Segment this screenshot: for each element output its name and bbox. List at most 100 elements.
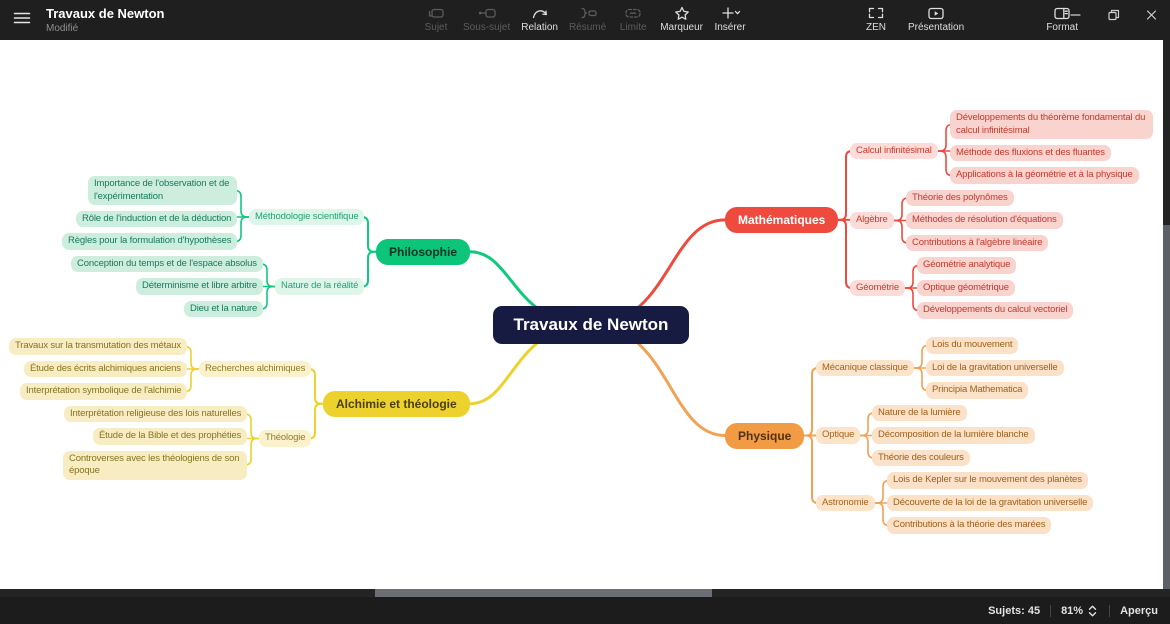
minimize-icon [1069,14,1081,16]
relation-icon [530,4,550,22]
leaf-topic-node[interactable]: Controverses avec les théologiens de son… [63,450,247,480]
leaf-topic-node[interactable]: Développements du calcul vectoriel [917,302,1074,319]
connector-sub [361,250,377,288]
leaf-topic-node[interactable]: Lois du mouvement [926,337,1019,354]
toolbar-item-summary[interactable]: Résumé [569,4,606,33]
connector-leaf [234,216,250,243]
leaf-topic-node[interactable]: Géométrie analytique [917,257,1017,274]
connector-leaf [904,287,920,312]
leaf-topic-node[interactable]: Décomposition de la lumière blanche [872,427,1035,444]
scrollbar-vertical-thumb[interactable] [1163,225,1170,589]
connector-sub [837,218,853,289]
toolbar-item-marker[interactable]: Marqueur [660,4,703,33]
toolbar-item-boundary[interactable]: Limite [617,4,649,33]
leaf-topic-node[interactable]: Interprétation religieuse des lois natur… [64,405,248,423]
scrollbar-horizontal[interactable] [0,589,1170,597]
menu-button[interactable] [12,10,34,30]
leaf-topic-node[interactable]: Théorie des couleurs [872,449,970,467]
zoom-stepper-icon [1088,605,1097,616]
toolbar-item-relation[interactable]: Relation [521,4,558,33]
toolbar-item-label: Marqueur [660,22,704,33]
toolbar-item-insert[interactable]: Insérer [714,4,746,33]
leaf-topic-node[interactable]: Applications à la géométrie et à la phys… [950,167,1139,184]
leaf-topic-node[interactable]: Optique géométrique [917,279,1015,297]
main-topic-node[interactable]: Alchimie et théologie [323,390,470,417]
main-topic-node[interactable]: Mathématiques [725,206,839,233]
document-status: Modifié [46,23,79,34]
main-topic-node[interactable]: Physique [725,422,805,449]
close-button[interactable] [1132,0,1170,30]
insert-icon [720,4,741,22]
leaf-topic-node[interactable]: Dieu et la nature [184,300,264,318]
connector-leaf [937,150,953,177]
toolbar-item-presentation[interactable]: Présentation [908,4,964,33]
toolbar-item-zen[interactable]: ZEN [860,4,892,33]
marker-icon [672,4,692,22]
connector-leaf [234,189,250,218]
connector-leaf [244,413,260,440]
connector-sub [803,434,819,504]
scrollbar-vertical[interactable] [1163,40,1170,589]
leaf-topic-node[interactable]: Contributions à la théorie des marées [887,517,1052,534]
leaf-topic-node[interactable]: Méthode des fluxions et des fluantes [950,144,1111,162]
subtopic-node[interactable]: Recherches alchimiques [199,360,312,378]
leaf-topic-node[interactable]: Étude de la Bible et des prophéties [93,428,248,445]
restore-button[interactable] [1094,0,1132,30]
subtopic-node[interactable]: Astronomie [816,494,875,512]
leaf-topic-node[interactable]: Contributions à l'algèbre linéaire [906,234,1049,252]
leaf-topic-node[interactable]: Règles pour la formulation d'hypothèses [62,233,238,250]
subtopic-node[interactable]: Théologie [259,430,312,447]
window-controls [1056,0,1170,30]
format-icon [1052,4,1072,22]
toolbar-item-format[interactable]: Format [1046,4,1078,33]
leaf-topic-node[interactable]: Principia Mathematica [926,382,1029,399]
presentation-icon [926,4,946,22]
connector-sub [803,367,819,437]
status-divider [1050,604,1052,617]
toolbar-item-label: Insérer [714,22,746,33]
toolbar-item-label: Sous-sujet [463,22,511,33]
leaf-topic-node[interactable]: Rôle de l'induction et de la déduction [76,210,238,228]
connector-leaf [184,345,200,370]
leaf-topic-node[interactable]: Méthodes de résolution d'équations [906,212,1063,229]
subtopic-node[interactable]: Calcul infinitésimal [850,142,938,160]
toolbar-item-label: Format [1046,22,1078,33]
subtopic-icon [477,4,497,22]
connector-leaf [874,502,890,527]
leaf-topic-node[interactable]: Théorie des polynômes [906,189,1014,207]
subtopic-node[interactable]: Algèbre [850,212,894,229]
scrollbar-horizontal-thumb[interactable] [375,589,712,597]
status-bar: Sujets: 45 81% Aperçu [0,597,1170,624]
subtopic-node[interactable]: Mécanique classique [816,359,914,377]
main-topic-node[interactable]: Philosophie [376,238,471,265]
toolbar-item-subtopic[interactable]: Sous-sujet [463,4,510,33]
central-topic-node[interactable]: Travaux de Newton [492,306,690,344]
subtopic-node[interactable]: Nature de la réalité [275,278,365,295]
zoom-control[interactable]: 81% [1061,603,1099,619]
leaf-topic-node[interactable]: Lois de Kepler sur le mouvement des plan… [887,472,1088,489]
subtopic-node[interactable]: Méthodologie scientifique [249,208,365,226]
subtopic-node[interactable]: Géométrie [850,279,906,297]
leaf-topic-node[interactable]: Nature de la lumière [872,404,967,422]
leaf-topic-node[interactable]: Étude des écrits alchimiques anciens [24,360,187,378]
connector-leaf [893,219,909,244]
connector-leaf [244,437,260,466]
connector-sub [837,150,853,221]
minimize-button[interactable] [1056,0,1094,30]
preview-button[interactable]: Aperçu [1120,604,1158,617]
leaf-topic-node[interactable]: Découverte de la loi de la gravitation u… [887,494,1094,512]
subtopic-node[interactable]: Optique [816,427,861,444]
restore-icon [1107,9,1119,21]
toolbar-item-topic[interactable]: Sujet [420,4,452,33]
leaf-topic-node[interactable]: Déterminisme et libre arbitre [136,278,263,295]
leaf-topic-node[interactable]: Interprétation symbolique de l'alchimie [20,383,188,400]
leaf-topic-node[interactable]: Importance de l'observation et de l'expé… [88,176,237,206]
toolbar-item-label: Relation [521,22,558,33]
topic-count: Sujets: 45 [988,604,1041,617]
leaf-topic-node[interactable]: Loi de la gravitation universelle [926,359,1064,377]
toolbar-item-label: Résumé [568,22,607,33]
leaf-topic-node[interactable]: Conception du temps et de l'espace absol… [71,255,263,273]
leaf-topic-node[interactable]: Développements du théorème fondamental d… [950,110,1153,140]
leaf-topic-node[interactable]: Travaux sur la transmutation des métaux [9,338,187,355]
